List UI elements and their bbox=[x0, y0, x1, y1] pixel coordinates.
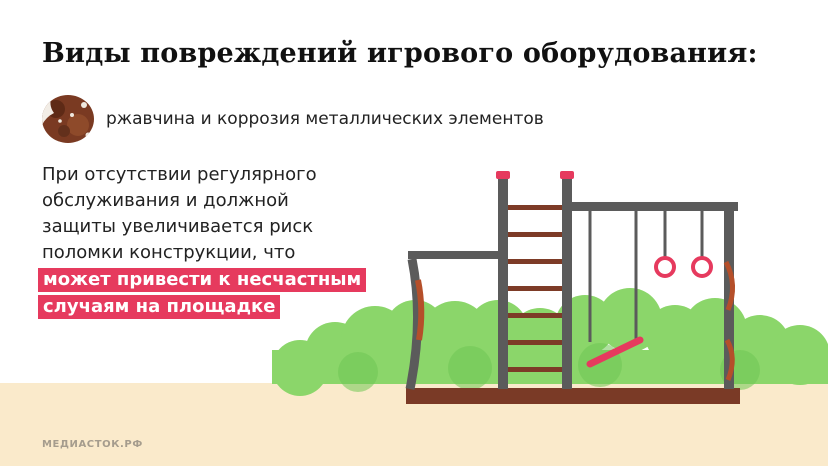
damage-type-row: ржавчина и коррозия металлических элемен… bbox=[42, 95, 544, 143]
brand-logo-text: МЕДИАСТОК.РФ bbox=[42, 439, 143, 450]
description-line: поломки конструкции, что bbox=[42, 242, 296, 263]
description-line: обслуживания и должной bbox=[42, 190, 289, 211]
description-text: При отсутствии регулярного обслуживания … bbox=[38, 162, 367, 320]
description-line: При отсутствии регулярного bbox=[42, 164, 317, 185]
page-title: Виды повреждений игрового оборудования: bbox=[42, 38, 758, 69]
swing-frame bbox=[572, 202, 738, 389]
playground-base bbox=[406, 388, 740, 404]
rust-texture-icon bbox=[42, 95, 94, 143]
slide-frame bbox=[405, 251, 503, 390]
description-line: защиты увеличивается риск bbox=[42, 216, 314, 237]
highlight-line: случаям на площадке bbox=[38, 295, 281, 319]
damage-type-label: ржавчина и коррозия металлических элемен… bbox=[106, 109, 544, 129]
highlight-line: может привести к несчастным bbox=[38, 268, 367, 292]
ladder bbox=[496, 171, 574, 389]
